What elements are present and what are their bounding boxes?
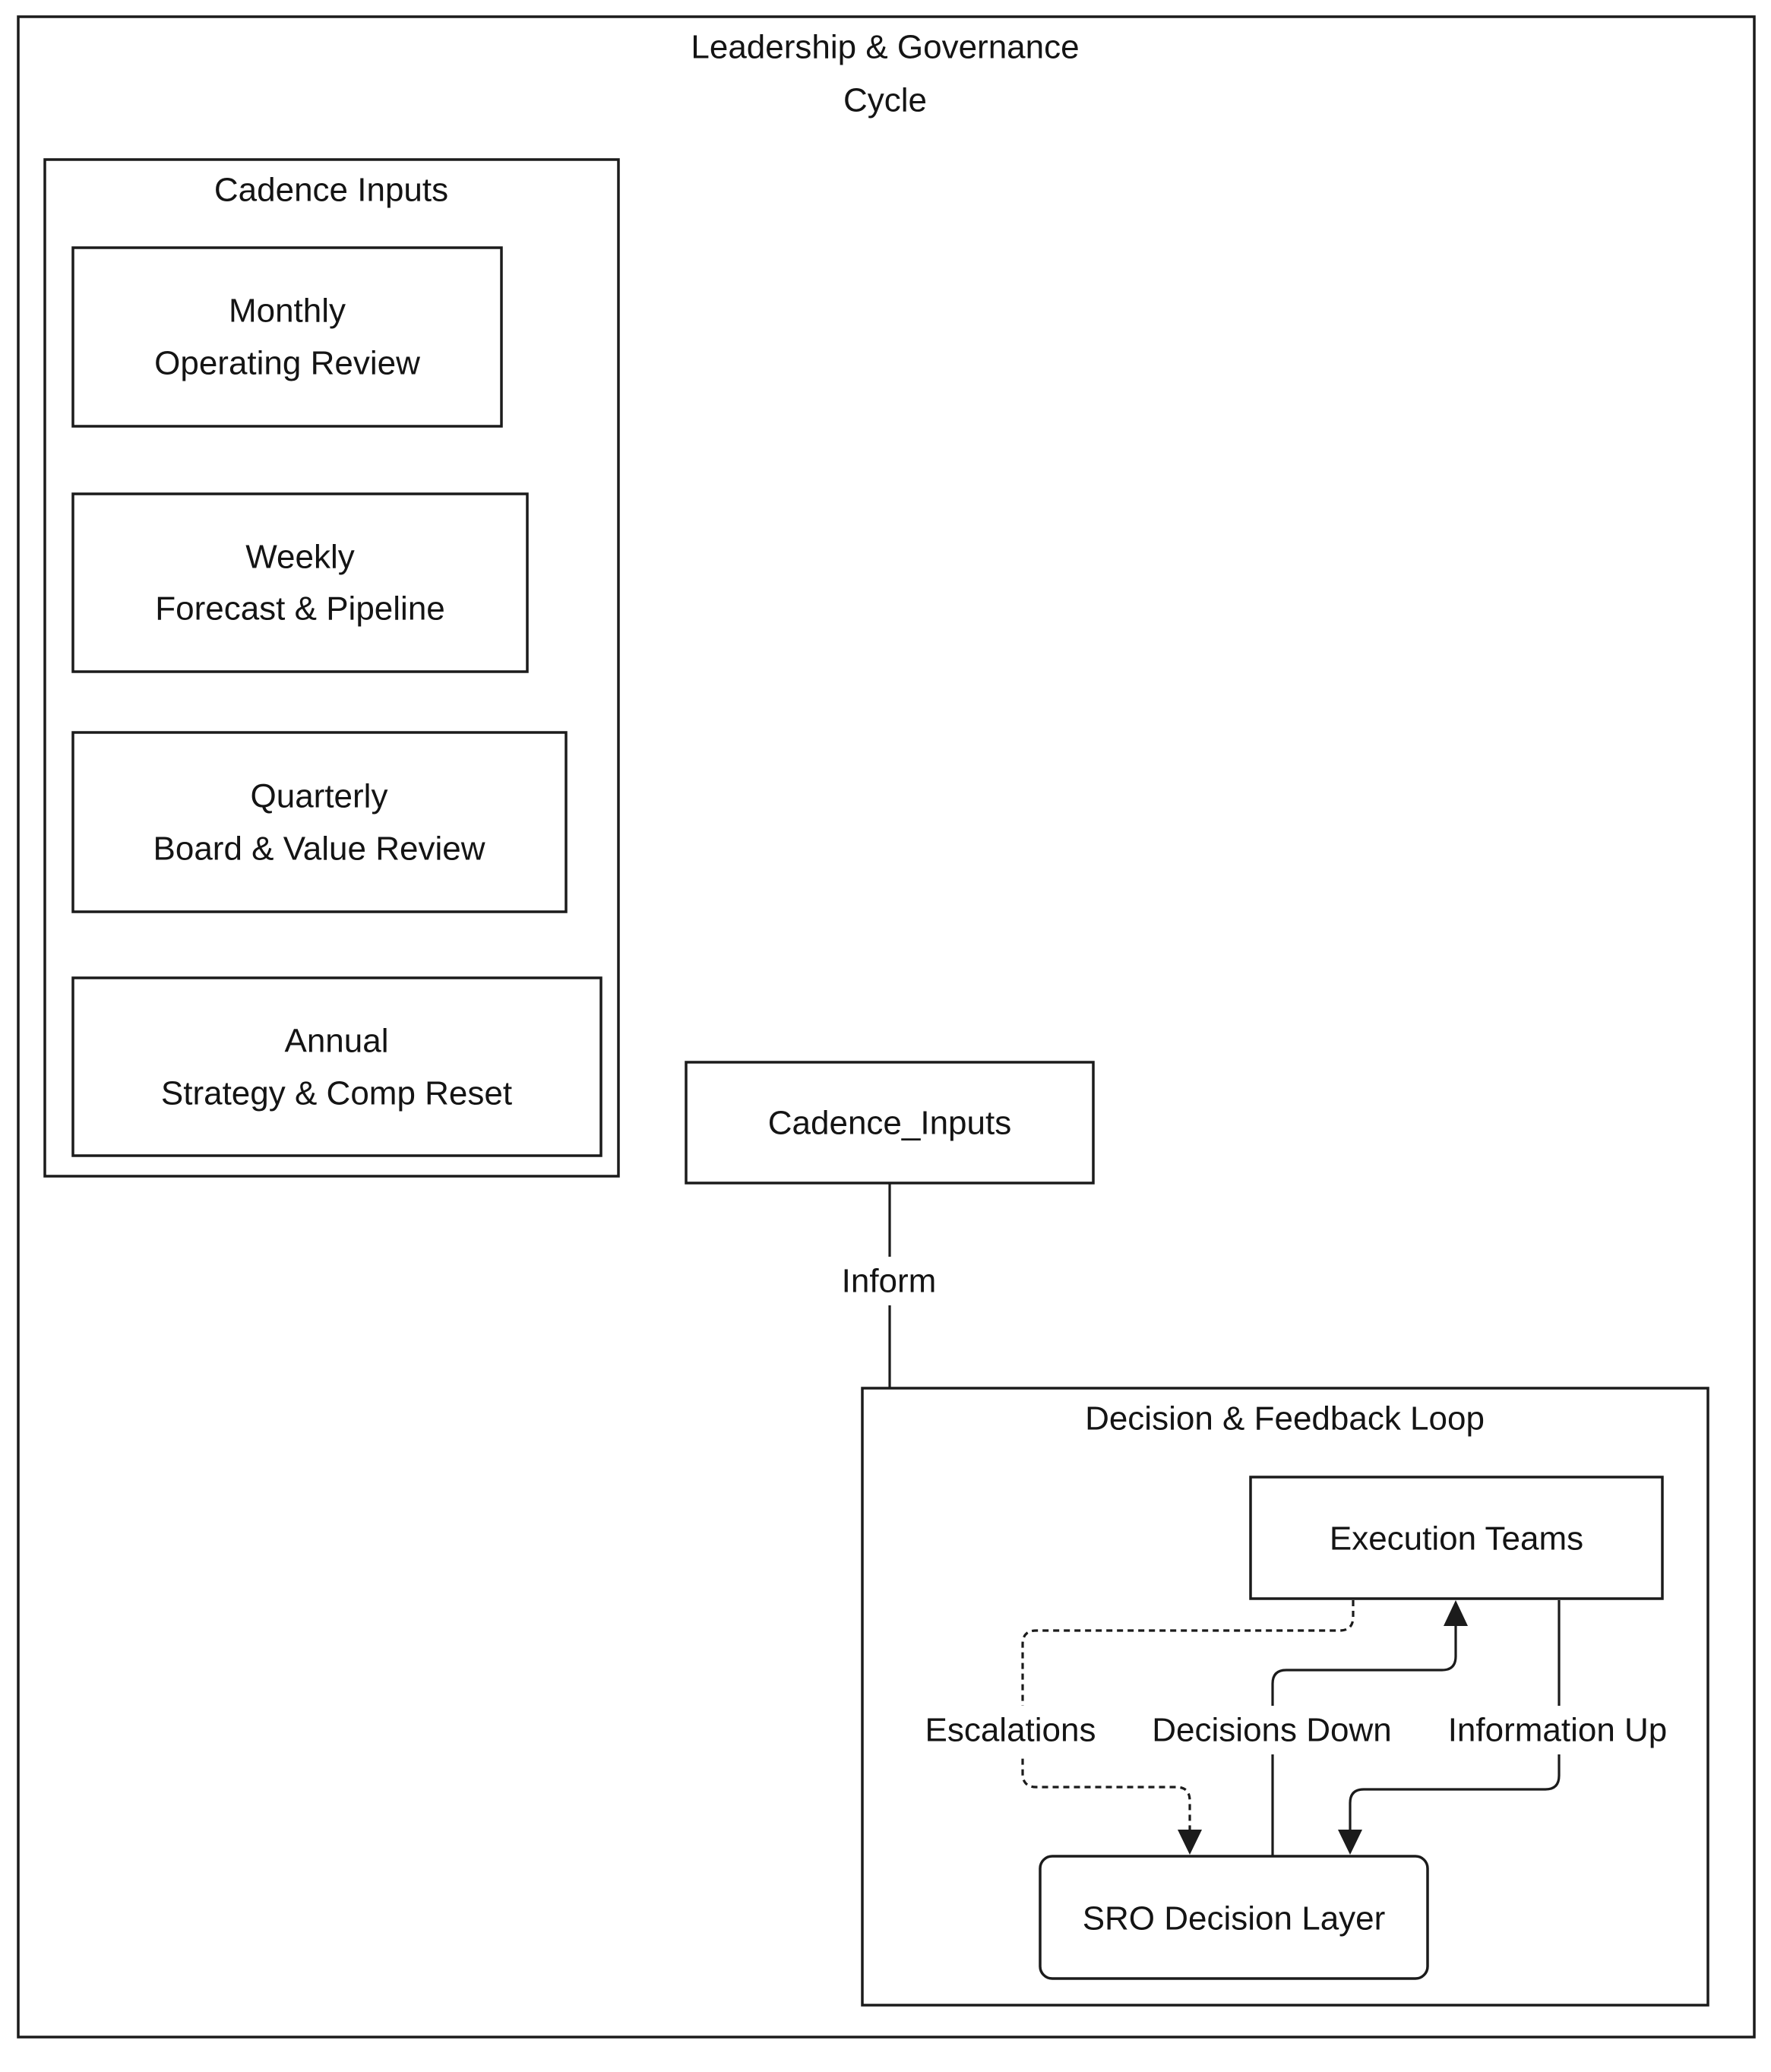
diagram-title-line2: Cycle bbox=[843, 82, 927, 119]
edge-decisions-down-label-bg bbox=[1132, 1706, 1412, 1754]
node-quarterly-board-value-review: Quarterly Board & Value Review bbox=[71, 731, 568, 913]
node-cadence-inputs: Cadence_Inputs bbox=[685, 1061, 1095, 1185]
node-monthly-operating-review-box bbox=[71, 246, 503, 428]
node-weekly-line1: Weekly bbox=[245, 539, 354, 576]
node-quarterly-line2: Board & Value Review bbox=[153, 830, 485, 868]
node-weekly-forecast-pipeline-box bbox=[71, 492, 529, 673]
edge-escalations-label: Escalations bbox=[925, 1712, 1096, 1749]
node-sro-decision-layer: SRO Decision Layer bbox=[1039, 1855, 1429, 1980]
edge-decisions-down-arrowhead bbox=[1444, 1600, 1468, 1626]
edge-information-up-arrowhead bbox=[1338, 1830, 1362, 1855]
edge-escalations-arrowhead bbox=[1178, 1830, 1202, 1855]
diagram-title-line1: Leadership & Governance bbox=[691, 29, 1079, 66]
node-annual-line2: Strategy & Comp Reset bbox=[161, 1075, 512, 1112]
edge-escalations-label-bg bbox=[904, 1706, 1117, 1754]
node-cadence-inputs-box bbox=[685, 1061, 1095, 1185]
node-cadence-inputs-label: Cadence_Inputs bbox=[768, 1105, 1011, 1142]
node-quarterly-line1: Quarterly bbox=[251, 778, 388, 815]
edge-decisions-down-line bbox=[1271, 1612, 1457, 1856]
node-weekly-forecast-pipeline: Weekly Forecast & Pipeline bbox=[71, 492, 529, 673]
node-execution-teams: Execution Teams bbox=[1249, 1476, 1664, 1600]
edge-decisions-down-label: Decisions Down bbox=[1152, 1712, 1391, 1749]
node-monthly-operating-review: Monthly Operating Review bbox=[71, 246, 503, 428]
edge-information-up-line bbox=[1349, 1600, 1561, 1843]
node-sro-decision-layer-box bbox=[1039, 1855, 1429, 1980]
node-execution-teams-label: Execution Teams bbox=[1330, 1520, 1583, 1558]
node-weekly-line2: Forecast & Pipeline bbox=[155, 590, 445, 628]
node-annual-strategy-comp-reset: Annual Strategy & Comp Reset bbox=[71, 976, 602, 1157]
node-sro-decision-layer-label: SRO Decision Layer bbox=[1083, 1900, 1386, 1938]
decision-feedback-loop-label: Decision & Feedback Loop bbox=[1085, 1400, 1485, 1438]
node-execution-teams-box bbox=[1249, 1476, 1664, 1600]
cadence-inputs-container-label: Cadence Inputs bbox=[214, 172, 448, 209]
node-monthly-line2: Operating Review bbox=[154, 345, 420, 382]
edge-inform-label-bg bbox=[822, 1257, 956, 1305]
edge-information-up-label: Information Up bbox=[1448, 1712, 1668, 1749]
edge-information-up-label-bg bbox=[1425, 1706, 1690, 1754]
node-annual-strategy-comp-reset-box bbox=[71, 976, 602, 1157]
node-monthly-line1: Monthly bbox=[229, 293, 346, 330]
node-quarterly-board-value-review-box bbox=[71, 731, 568, 913]
node-annual-line1: Annual bbox=[284, 1023, 388, 1060]
edge-inform-label: Inform bbox=[842, 1263, 937, 1300]
